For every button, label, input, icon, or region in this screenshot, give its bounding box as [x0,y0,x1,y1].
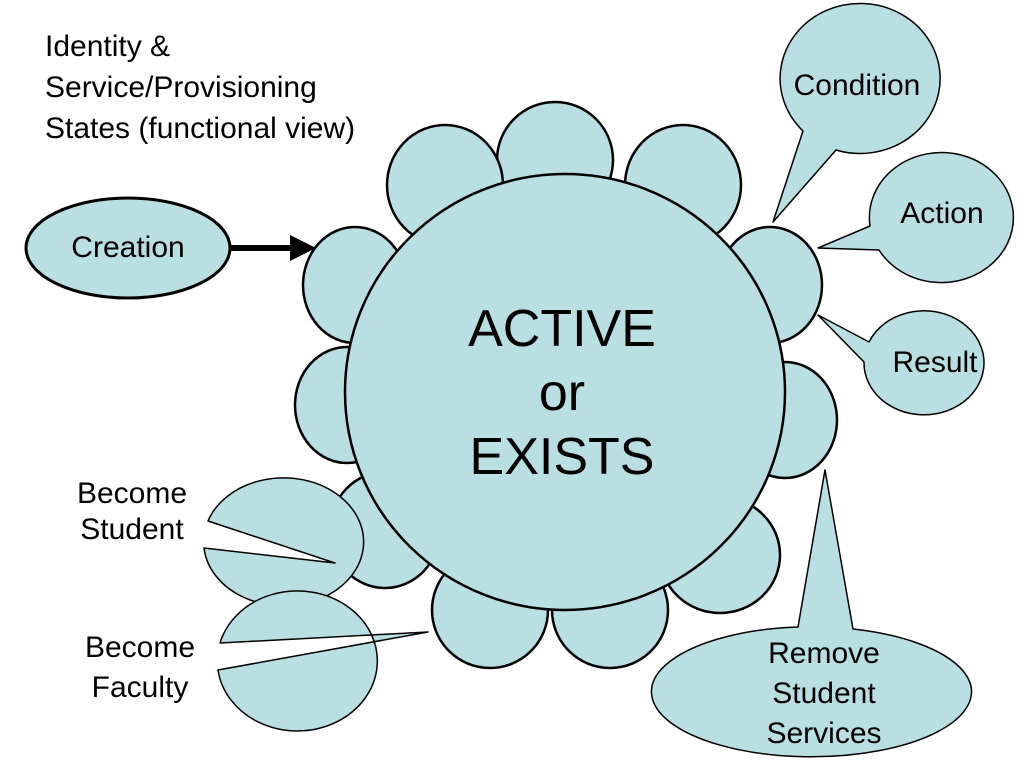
callout-line: Remove [768,637,880,670]
result-label: Result [892,346,978,379]
title-line: Identity & [45,30,171,63]
condition-label: Condition [793,69,921,102]
callout-line: Student [80,513,184,546]
become-student-callout [203,477,365,607]
callout-line: Student [772,677,876,710]
title-line: States (functional view) [45,112,356,145]
state-label-line: ACTIVE [468,300,656,358]
result-callout [817,310,985,416]
callout-line: Become [84,631,196,664]
page-title: Identity & Service/Provisioning States (… [45,26,355,149]
state-label-line: EXISTS [469,428,655,486]
remove-services-callout [650,469,973,758]
active-state-label: ACTIVE or EXISTS [462,297,662,489]
title-line: Service/Provisioning [45,71,317,104]
condition-callout [772,2,941,223]
remove-services-label: Remove Student Services [744,634,904,754]
active-state-circle [343,172,787,612]
become-faculty-callout [217,590,429,732]
state-label-line: or [538,364,586,422]
callout-line: Services [766,717,882,750]
callout-line: Faculty [91,671,189,704]
creation-label: Creation [71,231,185,264]
action-label: Action [900,197,984,230]
become-faculty-label: Become Faculty [60,628,220,708]
callout-bubbles [203,2,1015,758]
callout-line: Become [76,477,188,510]
become-student-label: Become Student [52,476,212,548]
creation-arrow-head [290,235,316,261]
action-callout [817,151,1015,284]
